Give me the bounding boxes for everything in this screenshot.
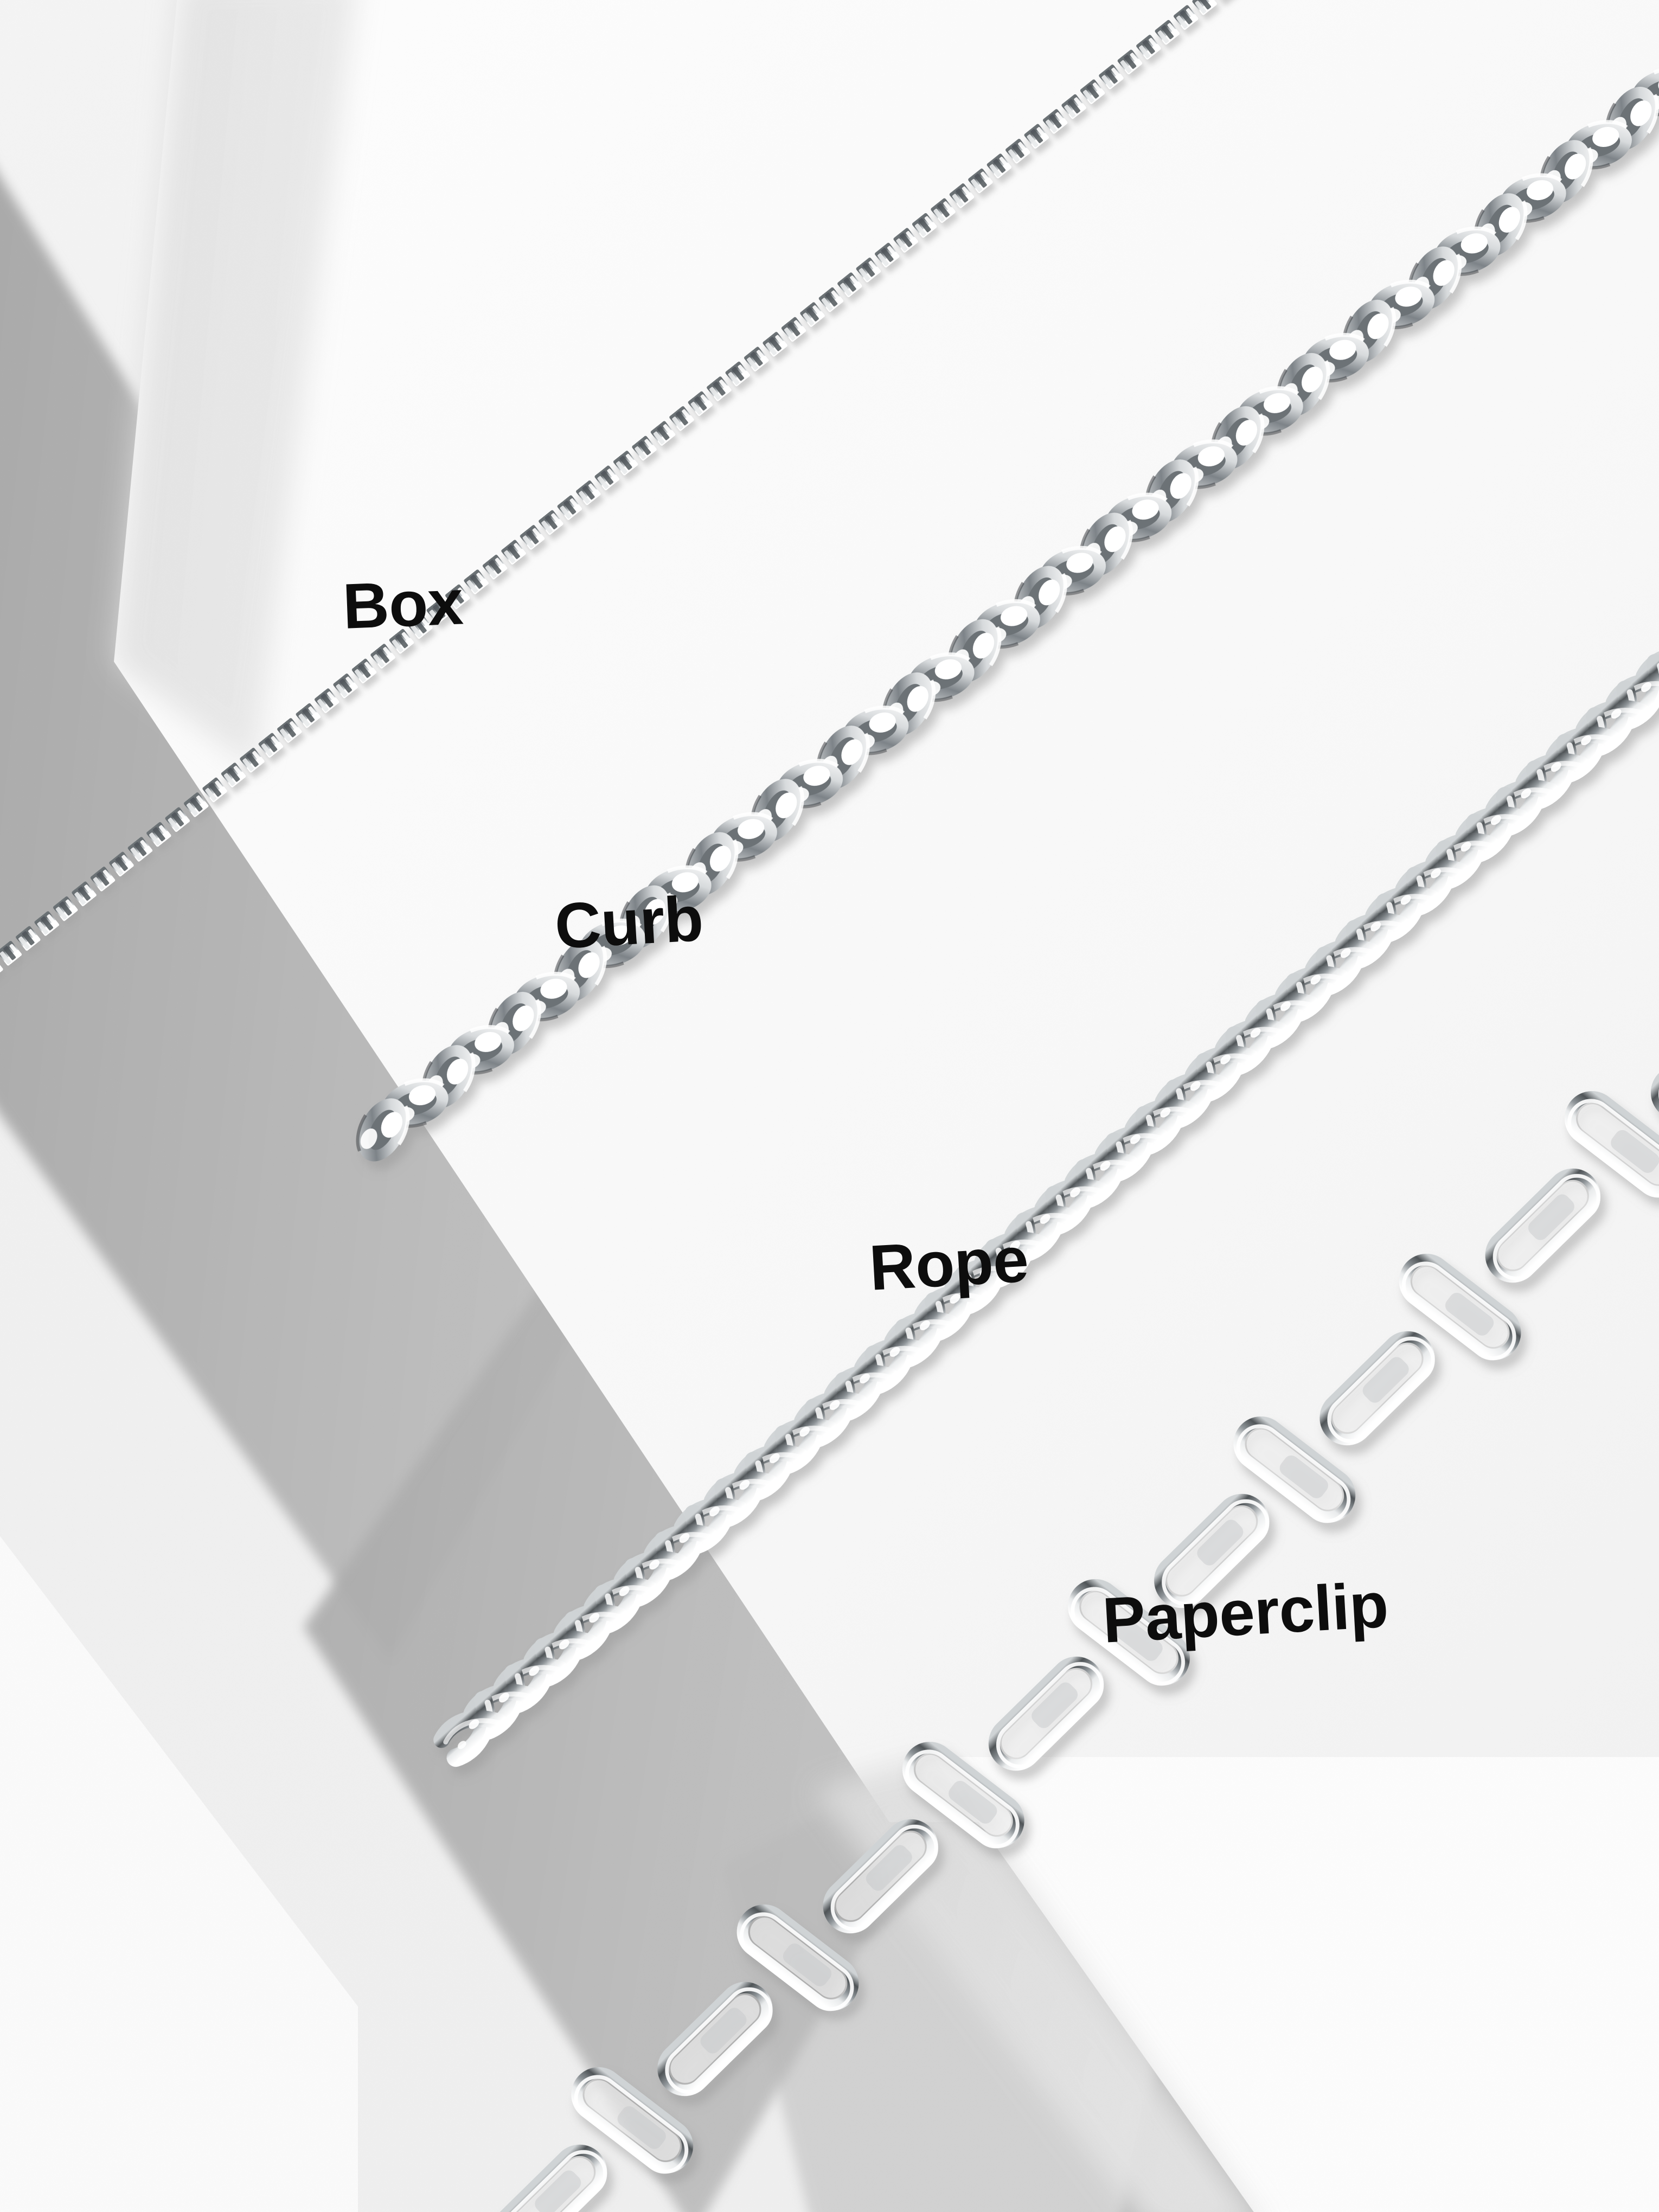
chain-label-box: Box [341, 566, 465, 643]
chain-label-rope: Rope [867, 1223, 1030, 1304]
chain-label-paperclip: Paperclip [1100, 1569, 1390, 1657]
chain-label-curb: Curb [553, 882, 705, 963]
